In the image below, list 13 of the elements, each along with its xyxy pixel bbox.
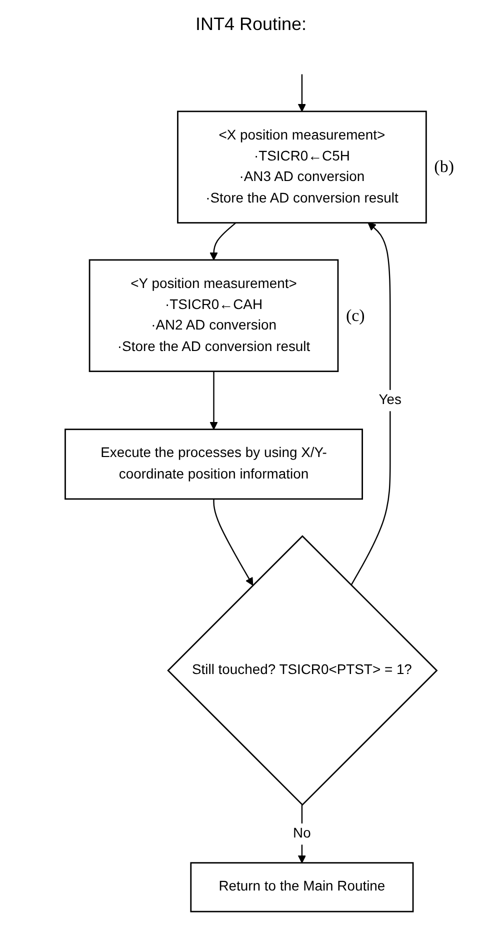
arrow — [210, 222, 236, 260]
step-marker: (c) — [346, 306, 365, 326]
arrow — [213, 499, 254, 586]
process-box: Execute the processes by using X/Y-coordinate position information — [64, 428, 363, 500]
process-box: <X position measurement> ·TSICR0←C5H ·AN3 AD conversion ·Store the AD conversion result — [177, 110, 427, 224]
arrow — [210, 371, 218, 430]
arrow — [350, 222, 391, 586]
decision-diamond: Still touched? TSICR0<PTST> = 1? — [167, 535, 438, 806]
process-box: Return to the Main Routine — [190, 862, 414, 912]
arrow — [298, 74, 306, 112]
step-marker: (b) — [434, 157, 454, 178]
process-box: <Y position measurement> ·TSICR0←CAH ·AN2 AD conversion ·Store the AD conversion result — [88, 259, 339, 372]
diagram-title: INT4 Routine: — [194, 14, 308, 35]
